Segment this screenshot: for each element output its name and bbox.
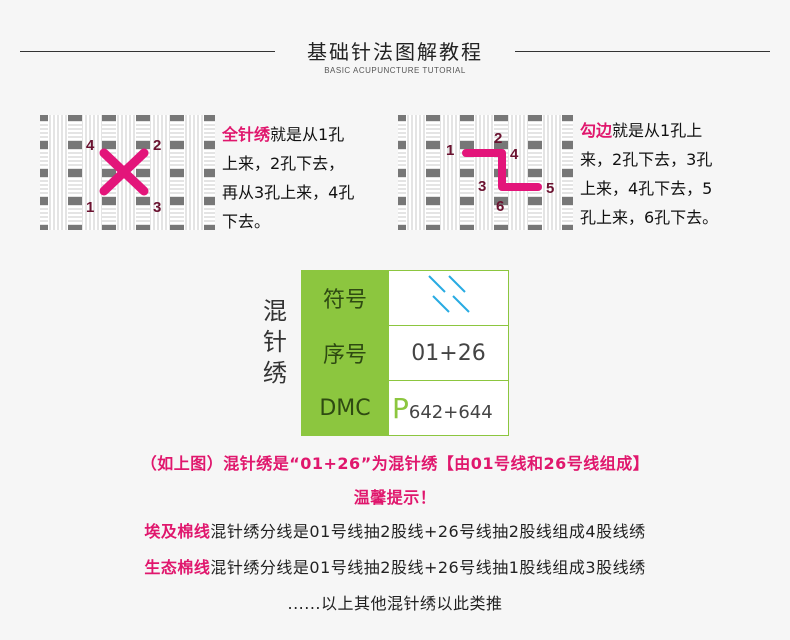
table-row: 序号 01+26 [301,325,509,381]
serial-value: 01+26 [388,325,509,381]
table-row: 符号 [301,270,509,326]
dmc-value: 642+644 [408,401,493,423]
full-stitch-diagram: 4 2 1 3 [40,115,215,230]
header-rule-right [515,51,770,52]
hole-label: 1 [446,142,454,159]
mixed-stitch-vertical-title: 混 针 绣 [258,296,292,389]
note-line: （如上图）混针绣是“01+26”为混针绣【由01号线和26号线组成】 [140,454,650,473]
row-label: 符号 [301,270,389,326]
desc-line: 就是从1孔上 [612,121,703,140]
outline-stitch-diagram: 1 2 4 3 5 6 [398,115,573,230]
hole-label: 1 [86,199,94,216]
note-term: 生态棉线 [144,558,211,577]
note-line: 生态棉线混针绣分线是01号线抽2股线+26号线抽1股线组成3股线绣 [0,554,790,578]
outline-stitch-term: 勾边 [580,121,613,140]
row-label: 序号 [301,325,389,381]
header-rule-left [20,51,275,52]
desc-line: 上来，2孔下去， [222,154,345,173]
hole-label: 2 [494,130,502,147]
desc-line: 就是从1孔 [270,125,345,144]
desc-line: 孔上来，6孔下去。 [580,208,719,227]
note-line: 埃及棉线混针绣分线是01号线抽2股线+26号线抽2股线组成4股线绣 [0,518,790,542]
note-text: 混针绣分线是01号线抽2股线+26号线抽1股线组成3股线绣 [210,558,646,577]
symbol-cell [388,270,509,326]
desc-line: 上来，4孔下去，5 [580,179,713,198]
dmc-prefix: P [392,391,409,425]
dmc-cell: P642+644 [388,380,509,436]
hole-label: 2 [153,137,161,154]
full-stitch-term: 全针绣 [222,125,271,144]
hole-label: 3 [478,178,486,195]
mixed-symbol-icon [427,275,470,313]
hole-label: 4 [86,137,95,154]
hole-label: 3 [153,199,161,216]
desc-line: 再从3孔上来，4孔 [222,183,355,202]
note-line: ......以上其他混针绣以此类推 [287,594,503,613]
mixed-stitch-table: 符号 序号 01+26 DMC P642+644 [301,270,509,436]
desc-line: 来，2孔下去，3孔 [580,150,713,169]
full-stitch-description: 全针绣就是从1孔 上来，2孔下去， 再从3孔上来，4孔 下去。 [222,120,392,236]
hole-label: 5 [546,180,554,197]
row-label: DMC [301,380,389,436]
stitch-line [99,148,149,196]
tip-heading: 温馨提示！ [353,488,437,507]
outline-stitch-description: 勾边就是从1孔上 来，2孔下去，3孔 上来，4孔下去，5 孔上来，6孔下去。 [580,116,755,232]
page-title: 基础针法图解教程 [307,40,483,64]
desc-line: 下去。 [222,212,271,231]
table-row: DMC P642+644 [301,380,509,436]
vertical-char: 混 [263,297,287,325]
hole-label: 4 [510,146,519,163]
vertical-char: 绣 [263,359,287,387]
hole-label: 6 [496,198,504,215]
vertical-char: 针 [263,328,287,356]
note-term: 埃及棉线 [144,522,211,541]
stitch-line [462,149,542,191]
note-text: 混针绣分线是01号线抽2股线+26号线抽2股线组成4股线绣 [210,522,646,541]
page-subtitle: BASIC ACUPUNCTURE TUTORIAL [324,66,466,75]
